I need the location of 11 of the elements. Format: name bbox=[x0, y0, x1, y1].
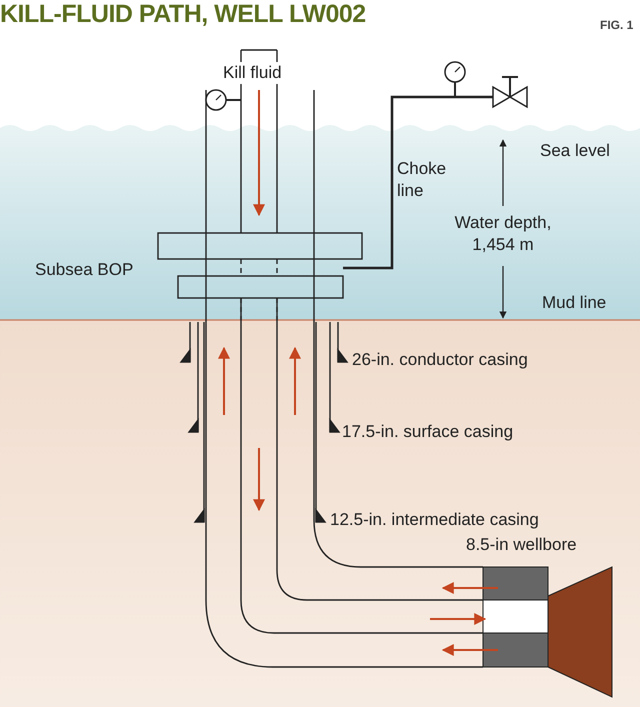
diagram-title: KILL-FLUID PATH, WELL LW002 bbox=[0, 0, 366, 29]
dimension-label: Water depth, 1,454 m bbox=[454, 212, 552, 256]
label: Mud line bbox=[542, 292, 606, 314]
label: Subsea BOP bbox=[35, 259, 134, 281]
label: 26-in. conductor casing bbox=[352, 349, 528, 371]
label: Choke line bbox=[397, 158, 448, 202]
label: 8.5-in wellbore bbox=[466, 534, 577, 556]
label: Sea level bbox=[540, 140, 610, 162]
label: 17.5-in. surface casing bbox=[342, 421, 514, 443]
label: 12.5-in. intermediate casing bbox=[330, 509, 539, 531]
figure-number: FIG. 1 bbox=[600, 17, 634, 34]
